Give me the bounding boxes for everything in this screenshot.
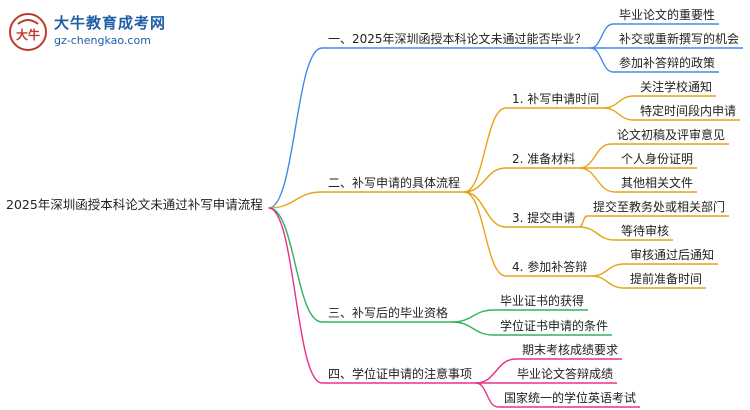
leaf-3-1: 毕业证书的获得 xyxy=(500,294,585,308)
branch-1-label: 一、2025年深圳函授本科论文未通过能否毕业？ xyxy=(328,32,587,46)
leaf-2-3-1: 提交至教务处或相关部门 xyxy=(593,200,726,214)
connector-root-branch-2 xyxy=(268,191,323,209)
connector-root-branch-3 xyxy=(268,207,323,323)
connector-branch-2-step-1 xyxy=(463,107,507,193)
connector-branch-4-leaf-3 xyxy=(475,382,499,408)
connector-step-4-leaf-1 xyxy=(591,263,625,277)
leaf-2-2-3: 其他相关文件 xyxy=(621,176,694,190)
connector-root-branch-1 xyxy=(268,47,323,209)
leaf-4-2: 毕业论文答辩成绩 xyxy=(517,367,614,381)
leaf-2-2-1: 论文初稿及评审意见 xyxy=(617,128,726,142)
leaf-2-3-2: 等待审核 xyxy=(621,224,670,238)
logo-url: gz-chengkao.com xyxy=(54,34,151,47)
step-4-label: 4. 参加补答辩 xyxy=(512,260,588,274)
connector-branch-2-step-4 xyxy=(463,191,507,277)
logo-title: 大牛教育成考网 xyxy=(54,14,167,32)
step-1-label: 1. 补写申请时间 xyxy=(512,92,600,106)
branch-2-label: 二、补写申请的具体流程 xyxy=(328,176,461,190)
connector-branch-2-step-3 xyxy=(463,191,507,228)
connector-branch-3-leaf-2 xyxy=(452,321,495,336)
connector-step-1-leaf-2 xyxy=(603,107,635,121)
branch-3-label: 三、补写后的毕业资格 xyxy=(328,306,449,320)
leaf-2-4-1: 审核通过后通知 xyxy=(630,248,715,262)
connector-step-3-leaf-2 xyxy=(579,226,616,241)
leaf-1-3: 参加补答辩的政策 xyxy=(619,56,716,70)
site-logo[interactable]: 大牛 大牛教育成考网 gz-chengkao.com xyxy=(4,10,174,54)
connector-branch-2-step-2 xyxy=(463,167,507,193)
leaf-4-3: 国家统一的学位英语考试 xyxy=(504,391,637,405)
leaf-4-1: 期末考核成绩要求 xyxy=(522,343,619,357)
leaf-2-1-1: 关注学校通知 xyxy=(640,80,713,94)
branch-4-label: 四、学位证申请的注意事项 xyxy=(328,367,473,381)
leaf-1-1: 毕业论文的重要性 xyxy=(619,8,716,22)
connector-step-4-leaf-2 xyxy=(591,275,625,289)
connector-branch-1-leaf-1 xyxy=(590,23,614,49)
connector-branch-1-leaf-3 xyxy=(590,47,614,73)
step-3-label: 3. 提交申请 xyxy=(512,211,576,225)
root-node: 2025年深圳函授本科论文未通过补写申请流程 xyxy=(6,197,263,212)
connector-step-2-leaf-1 xyxy=(579,143,612,169)
connector-root-branch-4 xyxy=(268,207,323,384)
step-2-label: 2. 准备材料 xyxy=(512,152,576,166)
connector-step-1-leaf-1 xyxy=(603,95,635,109)
leaf-2-2-2: 个人身份证明 xyxy=(621,152,694,166)
svg-text:大牛: 大牛 xyxy=(16,27,40,42)
connector-branch-4-leaf-1 xyxy=(475,358,517,384)
leaf-2-1-2: 特定时间段内申请 xyxy=(640,104,737,118)
connector-step-2-leaf-3 xyxy=(579,167,616,193)
logo-mark-icon: 大牛 xyxy=(9,13,47,51)
leaf-3-2: 学位证书申请的条件 xyxy=(500,319,609,333)
connector-branch-3-leaf-1 xyxy=(452,309,495,323)
connector-step-3-leaf-1 xyxy=(579,215,588,228)
leaf-2-4-2: 提前准备时间 xyxy=(630,272,703,286)
leaf-1-2: 补交或重新撰写的机会 xyxy=(619,32,740,46)
